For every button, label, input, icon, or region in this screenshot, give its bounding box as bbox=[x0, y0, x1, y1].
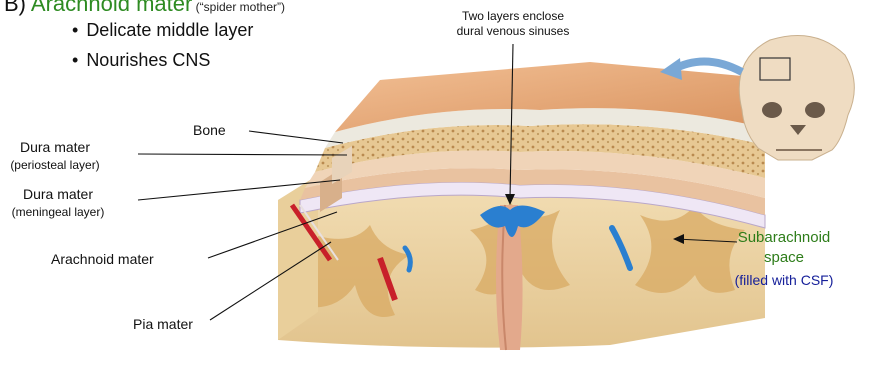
dura-periosteal-label: Dura mater bbox=[0, 139, 110, 155]
dura-periosteal-sublabel: (periosteal layer) bbox=[0, 158, 110, 172]
sinus-label-line2: dural venous sinuses bbox=[428, 24, 598, 38]
sinus-label-line1: Two layers enclose bbox=[428, 9, 598, 23]
subarachnoid-label-line2: space bbox=[724, 249, 844, 266]
arachnoid-label: Arachnoid mater bbox=[51, 251, 154, 267]
dura-meningeal-label: Dura mater bbox=[0, 186, 116, 202]
skull-icon bbox=[739, 35, 854, 160]
dura-meningeal-sublabel: (meningeal layer) bbox=[0, 205, 116, 219]
curved-arrow-icon bbox=[672, 61, 742, 72]
subarachnoid-label-line1: Subarachnoid bbox=[724, 229, 844, 246]
pia-label: Pia mater bbox=[133, 316, 193, 332]
bone-label: Bone bbox=[193, 122, 226, 138]
csf-label: (filled with CSF) bbox=[722, 272, 846, 288]
